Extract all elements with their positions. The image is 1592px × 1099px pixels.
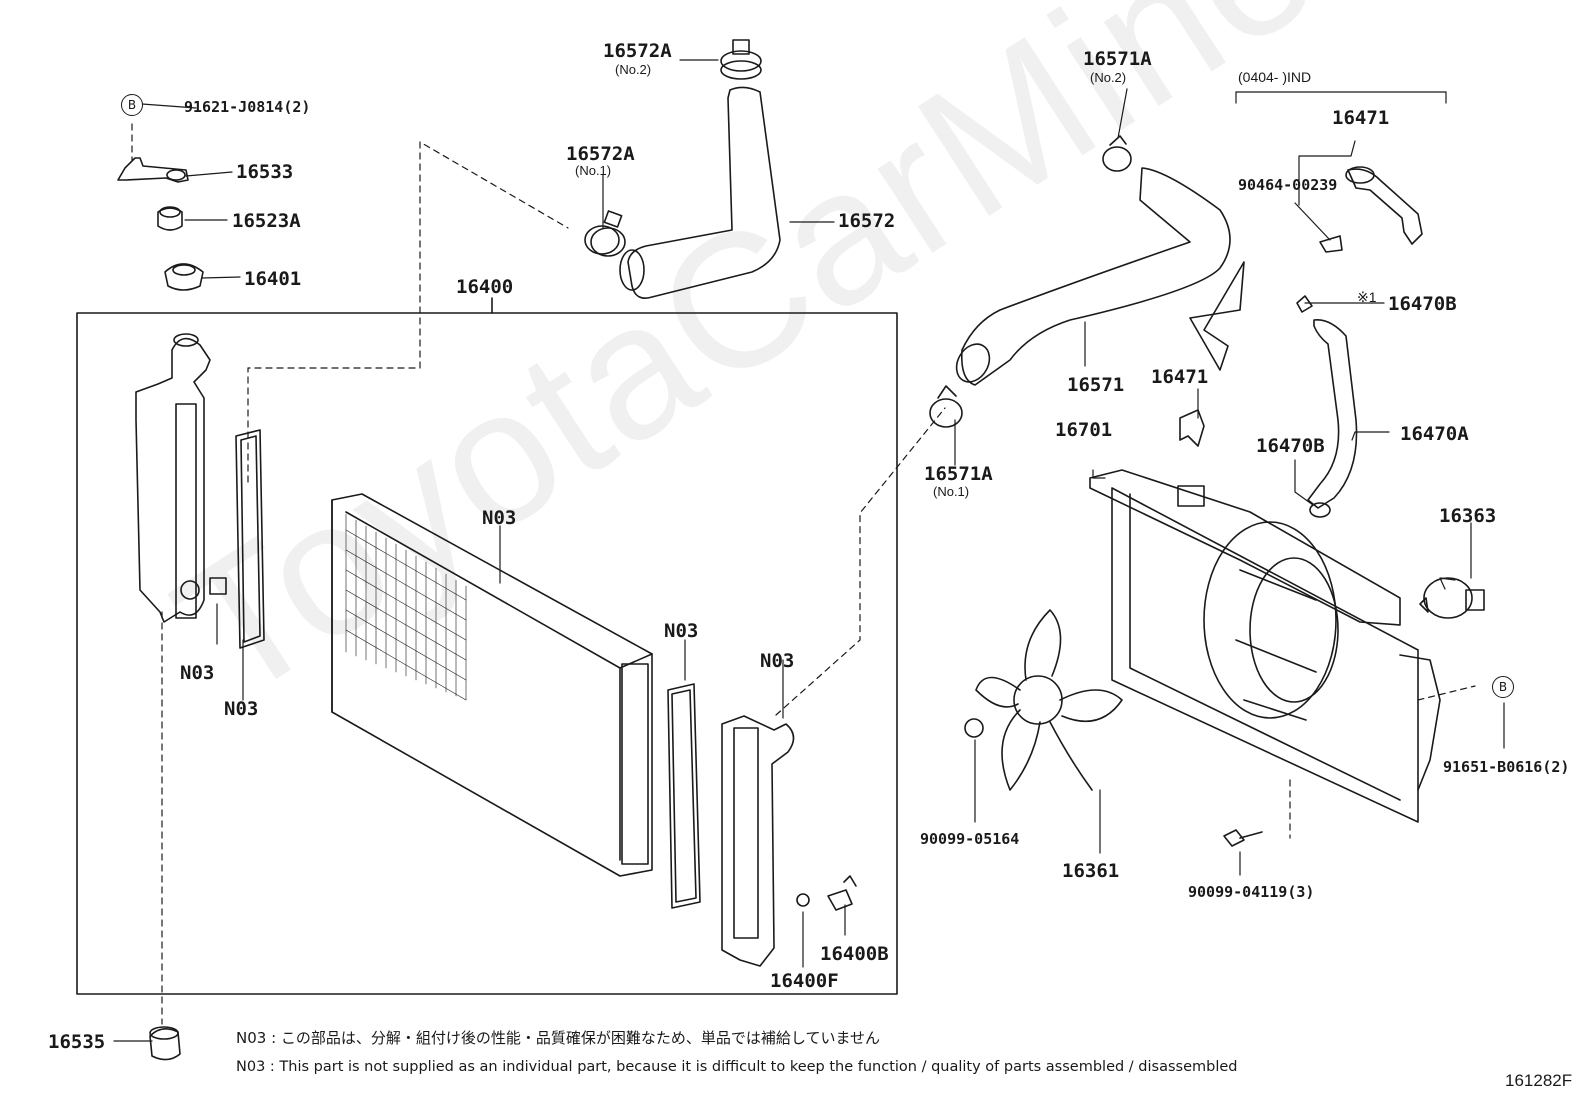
label-16470B-top: 16470B: [1388, 293, 1457, 315]
label-n03-right-tank: N03: [760, 650, 795, 672]
fan-16361: [975, 609, 1123, 791]
label-16533: 16533: [236, 161, 294, 183]
label-91651-B0616: 91651-B0616(2): [1443, 758, 1570, 776]
hose-16571: [955, 167, 1231, 386]
cap-16401: [164, 263, 204, 291]
radiator-core: [331, 493, 653, 877]
label-16523A: 16523A: [232, 210, 301, 232]
clip-16470B-top: [1296, 295, 1313, 313]
label-16400B: 16400B: [820, 943, 889, 965]
clamp-16572A-no2: [720, 39, 762, 80]
label-91621-J0814: 91621-J0814(2): [184, 98, 311, 116]
note-japanese: N03 : この部品は、分解・組付け後の性能・品質確保が困難なため、単品では補給…: [236, 1029, 881, 1047]
flow-arrow: [1189, 261, 1245, 371]
label-16471-top: 16471: [1332, 107, 1390, 129]
left-tank: [135, 333, 227, 623]
label-16572A-no2-sub: (No.2): [615, 62, 652, 77]
label-16401: 16401: [244, 268, 302, 290]
label-90099-04119: 90099-04119(3): [1188, 883, 1315, 901]
label-n03-left-gasket: N03: [224, 698, 259, 720]
bracket-16533: [117, 157, 189, 183]
cushion-16523A: [157, 206, 183, 231]
fan-shroud-16701: [1089, 469, 1441, 823]
label-range-ind: (0404- )IND: [1238, 69, 1312, 85]
label-16701: 16701: [1055, 419, 1113, 441]
label-16400F: 16400F: [770, 970, 839, 992]
label-16471-mid: 16471: [1151, 366, 1209, 388]
label-16470B-top-mark: ※1: [1357, 289, 1377, 305]
clip-16471-mid: [1179, 409, 1205, 447]
label-16571: 16571: [1067, 374, 1125, 396]
clamp-16572A-no1: [584, 210, 626, 257]
label-90099-05164: 90099-05164: [920, 830, 1020, 848]
dashed-leaders: [131, 123, 1476, 1025]
label-16571A-no2: 16571A: [1083, 48, 1152, 70]
nut-90099-05164: [964, 718, 984, 738]
drain-cock-16400B: [796, 875, 857, 911]
label-n03-right-gasket: N03: [664, 620, 699, 642]
hose-16470A: [1307, 319, 1358, 509]
assembly-frame-16400: [76, 297, 898, 995]
label-16571A-no1-sub: (No.1): [933, 484, 970, 499]
bolt-90099-04119: [1223, 829, 1263, 847]
clip-16470B-mid: [1309, 502, 1331, 518]
label-16363: 16363: [1439, 505, 1497, 527]
marker-b-top: B: [121, 94, 143, 116]
right-gasket: [667, 683, 701, 909]
leader-lines: [113, 59, 1505, 1042]
label-16535: 16535: [48, 1031, 106, 1053]
label-16572A-no1: 16572A: [566, 143, 635, 165]
label-16572A-no2: 16572A: [603, 40, 672, 62]
drawing-id: 161282F: [1505, 1071, 1573, 1090]
label-n03-left-tank: N03: [180, 662, 215, 684]
label-16400: 16400: [456, 276, 514, 298]
label-90464-00239: 90464-00239: [1238, 176, 1338, 194]
left-gasket: [235, 429, 265, 649]
label-16571A-no2-sub: (No.2): [1090, 70, 1127, 85]
cushion-16535: [149, 1026, 181, 1061]
label-16572: 16572: [838, 210, 896, 232]
note-english: N03 : This part is not supplied as an in…: [236, 1059, 1238, 1075]
label-16571A-no1: 16571A: [924, 463, 993, 485]
label-n03-core: N03: [482, 507, 517, 529]
label-16470B-mid: 16470B: [1256, 435, 1325, 457]
hose-16572: [619, 86, 781, 299]
label-16361: 16361: [1062, 860, 1120, 882]
clamp-16571A-no1: [929, 385, 963, 428]
label-16572A-no1-sub: (No.1): [575, 163, 612, 178]
label-16470A: 16470A: [1400, 423, 1469, 445]
reservoir-hose-16471: [1319, 166, 1423, 253]
right-tank: [721, 715, 795, 967]
clamp-16571A-no2: [1102, 135, 1132, 172]
motor-16363: [1419, 577, 1485, 619]
marker-b-right: B: [1492, 676, 1514, 698]
